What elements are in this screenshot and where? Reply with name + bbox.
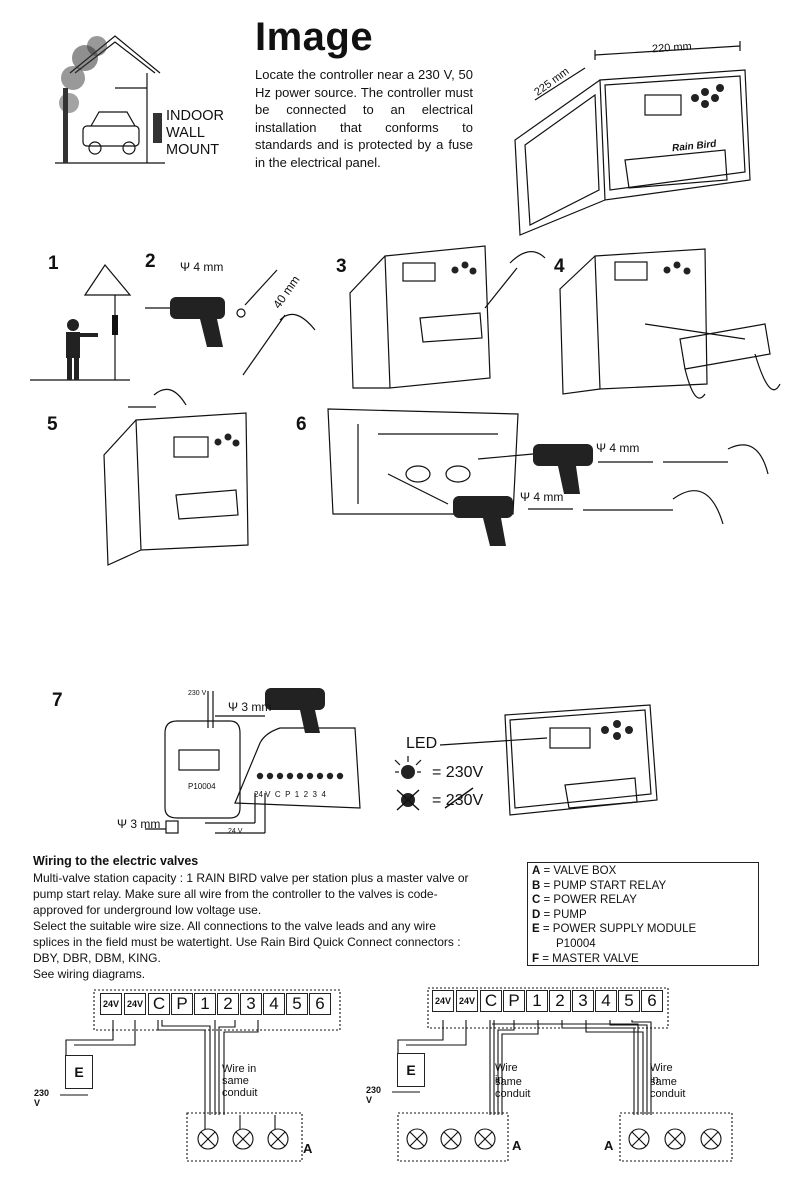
indoor-label-line: MOUNT [166,142,220,158]
legend-item: D = PUMP [532,908,587,921]
led-label: LED [406,735,438,752]
step5-mounted-controller-illustration [103,388,249,566]
terminal-1: 1 [526,990,548,1012]
terminal-6: 6 [641,990,663,1012]
terminal-3: 3 [572,990,594,1012]
led-off-label: = 230V [432,792,484,809]
wiring-line: splices in the field must be watertight.… [33,935,461,949]
wire-conduit-label-a: Wire in [495,1062,518,1086]
wiring-line: DBY, DBR, DBM, KING. [33,951,161,965]
module-id-label: P10004 [188,782,216,791]
drill-size-4mm-b: Ψ 4 mm [520,490,564,504]
terminal-strip-label: 24 V C P 1 2 3 4 [254,790,326,799]
step-number-7: 7 [52,690,63,711]
terminal-p: P [503,990,525,1012]
terminal-4: 4 [595,990,617,1012]
legend-item: P10004 [556,937,596,950]
terminal-screws [256,772,344,780]
terminal-c: C [480,990,502,1012]
house-illustration [55,35,165,164]
step7-power-module-illustration [145,688,361,834]
legend-item: C = POWER RELAY [532,894,637,907]
step1-wall-height-illustration [30,263,132,381]
wire-conduit-label-b: same conduit [650,1076,686,1100]
step3-open-controller-illustration [349,245,546,389]
wiring-line: See wiring diagrams. [33,967,146,981]
wiring-title: Wiring to the electric valves [33,854,199,868]
label-24v-small: 24 V [228,828,243,835]
controller-dimensions-illustration [514,41,751,236]
step-number-6: 6 [296,414,307,435]
power-supply-module-e: E [65,1055,93,1089]
step-number-1: 1 [48,253,59,274]
terminal-c: C [148,993,170,1015]
led-on-label: = 230V [432,764,484,781]
step-number-3: 3 [336,256,347,277]
legend-box: A = VALVE BOX B = PUMP START RELAY C = P… [527,862,759,966]
indoor-label-line: INDOOR [166,108,224,124]
legend-item: B = PUMP START RELAY [532,879,667,892]
step7-led-controller-illustration [394,704,658,816]
drill-size-4mm-a: Ψ 4 mm [596,441,640,455]
wire-conduit-label: Wire in same conduit [222,1063,258,1099]
step-number-2: 2 [145,251,156,272]
drill-size-3mm-a: Ψ 3 mm [228,700,272,714]
label-230v: 230 V [366,1085,382,1105]
terminal-24v: 24V [100,993,122,1015]
drill-size-4mm: Ψ 4 mm [180,260,224,274]
terminal-2: 2 [217,993,239,1015]
legend-item: E = POWER SUPPLY MODULE [532,923,697,936]
step4-remove-panel-illustration [559,248,781,399]
wiring-description: Multi-valve station capacity : 1 RAIN BI… [33,870,521,982]
valve-box-label: A [512,1138,522,1153]
power-supply-module-e: E [397,1053,425,1087]
wiring-line: approved for underground low voltage use… [33,903,262,917]
page-title: Image [255,15,374,59]
step6-fixing-screws-illustration [327,408,769,546]
legend-item: F = MASTER VALVE [532,952,639,965]
indoor-label-line: WALL [166,125,205,141]
terminal-24v: 24V [124,993,146,1015]
valve-box-label: A [303,1141,313,1156]
wiring-line: Multi-valve station capacity : 1 RAIN BI… [33,871,469,885]
drill-size-3mm-b: Ψ 3 mm [117,817,161,831]
indoor-wall-mount-label: INDOOR WALL MOUNT [166,108,224,159]
terminal-6: 6 [309,993,331,1015]
wire-conduit-label-a: Wire in [650,1062,673,1086]
label-230v: 230 V [34,1088,50,1108]
wire-conduit-label-b: same conduit [495,1076,531,1100]
legend-item: A = VALVE BOX [532,865,617,877]
terminal-1: 1 [194,993,216,1015]
wiring-line: pump start relay. Make sure all wire fro… [33,887,438,901]
terminal-2: 2 [549,990,571,1012]
terminal-p: P [171,993,193,1015]
wiring-line: Select the suitable wire size. All conne… [33,919,436,933]
led-off-symbol [396,787,474,811]
terminal-24v: 24V [456,990,478,1012]
step-number-5: 5 [47,414,58,435]
step2-drill-illustration [145,269,316,376]
terminal-3: 3 [240,993,262,1015]
terminal-24v: 24V [432,990,454,1012]
terminal-4: 4 [263,993,285,1015]
terminal-5: 5 [618,990,640,1012]
terminal-5: 5 [286,993,308,1015]
valve-box-label: A [604,1138,614,1153]
label-230v-small: 230 V [188,690,207,697]
intro-text: Locate the controller near a 230 V, 50 H… [255,67,473,170]
led-on-symbol [394,756,422,779]
step-number-4: 4 [554,256,565,277]
